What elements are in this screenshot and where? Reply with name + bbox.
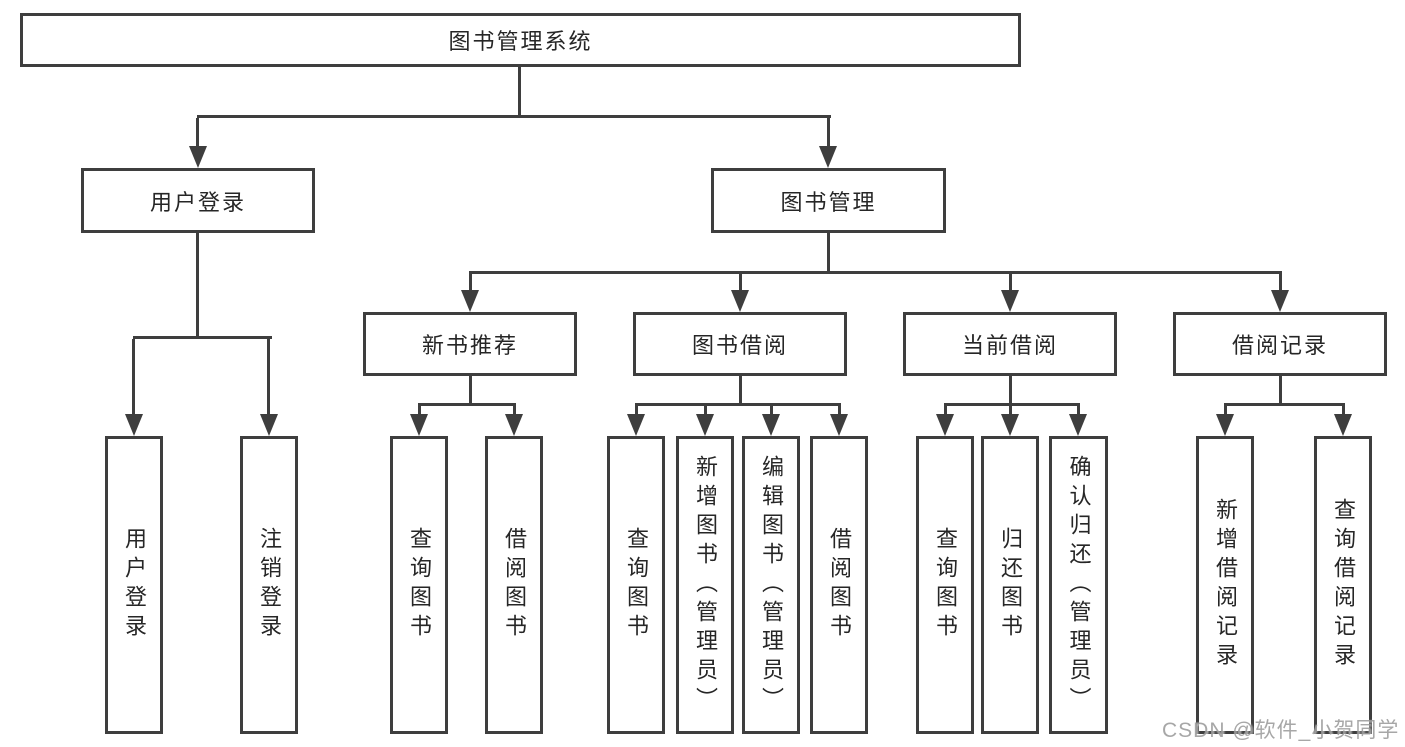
leaf-user-login: 用户登录 <box>105 436 163 734</box>
connector-line <box>1279 376 1282 406</box>
arrow-down-icon <box>696 414 714 436</box>
leaf-bb-query-books: 查询图书 <box>607 436 665 734</box>
node-user-login: 用户登录 <box>81 168 315 233</box>
arrow-down-icon <box>731 290 749 312</box>
connector-line <box>635 406 638 416</box>
connector-line <box>267 339 270 416</box>
leaf-bb-edit-books-admin: 编辑图书（管理员） <box>742 436 800 734</box>
arrow-down-icon <box>410 414 428 436</box>
arrow-down-icon <box>762 414 780 436</box>
arrow-down-icon <box>627 414 645 436</box>
connector-line <box>196 233 199 338</box>
arrow-down-icon <box>819 146 837 168</box>
connector-line <box>469 274 472 292</box>
connector-line <box>1224 406 1227 416</box>
connector-line <box>133 336 272 339</box>
connector-line <box>827 118 830 148</box>
connector-line <box>635 403 841 406</box>
arrow-down-icon <box>830 414 848 436</box>
arrow-down-icon <box>1001 290 1019 312</box>
node-book-borrowing: 图书借阅 <box>633 312 847 376</box>
connector-line <box>418 403 516 406</box>
leaf-logout-login: 注销登录 <box>240 436 298 734</box>
connector-line <box>838 406 841 416</box>
leaf-nbr-borrow-books: 借阅图书 <box>485 436 543 734</box>
arrow-down-icon <box>1001 414 1019 436</box>
arrow-down-icon <box>1334 414 1352 436</box>
leaf-label: 查询图书 <box>624 527 649 643</box>
leaf-label: 新增图书（管理员） <box>693 454 718 716</box>
leaf-br-add-record: 新增借阅记录 <box>1196 436 1254 734</box>
connector-line <box>197 115 831 118</box>
leaf-label: 确认归还（管理员） <box>1066 454 1092 716</box>
connector-line <box>770 406 773 416</box>
connector-line <box>1009 376 1012 406</box>
node-borrowing-records: 借阅记录 <box>1173 312 1387 376</box>
arrow-down-icon <box>125 414 143 436</box>
node-library-system: 图书管理系统 <box>20 13 1021 67</box>
connector-line <box>518 67 521 118</box>
leaf-label: 注销登录 <box>257 527 282 643</box>
arrow-down-icon <box>1271 290 1289 312</box>
node-new-book-recommendation: 新书推荐 <box>363 312 577 376</box>
connector-line <box>1009 274 1012 292</box>
leaf-label: 查询图书 <box>407 527 432 643</box>
connector-line <box>132 339 135 416</box>
connector-line <box>1342 406 1345 416</box>
connector-line <box>1224 403 1345 406</box>
csdn-watermark: CSDN @软件_小贺同学 <box>1162 719 1400 742</box>
connector-line <box>513 406 516 416</box>
arrow-down-icon <box>505 414 523 436</box>
arrow-down-icon <box>461 290 479 312</box>
connector-line <box>196 118 199 148</box>
node-book-management: 图书管理 <box>711 168 946 233</box>
leaf-cb-confirm-return-admin: 确认归还（管理员） <box>1049 436 1108 734</box>
connector-line <box>469 271 1282 274</box>
connector-line <box>739 376 742 406</box>
connector-line <box>1009 406 1012 416</box>
leaf-label: 新增借阅记录 <box>1213 498 1238 672</box>
connector-line <box>1279 274 1282 292</box>
leaf-cb-return-books: 归还图书 <box>981 436 1039 734</box>
leaf-cb-query-books: 查询图书 <box>916 436 974 734</box>
leaf-bb-borrow-books: 借阅图书 <box>810 436 868 734</box>
leaf-label: 查询图书 <box>933 527 958 643</box>
leaf-label: 归还图书 <box>998 527 1023 643</box>
leaf-label: 用户登录 <box>122 527 147 643</box>
arrow-down-icon <box>1069 414 1087 436</box>
arrow-down-icon <box>260 414 278 436</box>
connector-line <box>1077 406 1080 416</box>
leaf-br-query-record: 查询借阅记录 <box>1314 436 1372 734</box>
leaf-nbr-query-books: 查询图书 <box>390 436 448 734</box>
connector-line <box>944 403 1080 406</box>
connector-line <box>944 406 947 416</box>
leaf-label: 借阅图书 <box>502 527 527 643</box>
node-current-borrowing: 当前借阅 <box>903 312 1117 376</box>
connector-line <box>827 233 830 274</box>
connector-line <box>469 376 472 406</box>
leaf-label: 借阅图书 <box>827 527 852 643</box>
arrow-down-icon <box>1216 414 1234 436</box>
arrow-down-icon <box>189 146 207 168</box>
leaf-label: 编辑图书（管理员） <box>759 454 784 716</box>
connector-line <box>739 274 742 292</box>
connector-line <box>418 406 421 416</box>
leaf-bb-add-books-admin: 新增图书（管理员） <box>676 436 734 734</box>
leaf-label: 查询借阅记录 <box>1331 498 1356 672</box>
arrow-down-icon <box>936 414 954 436</box>
connector-line <box>704 406 707 416</box>
